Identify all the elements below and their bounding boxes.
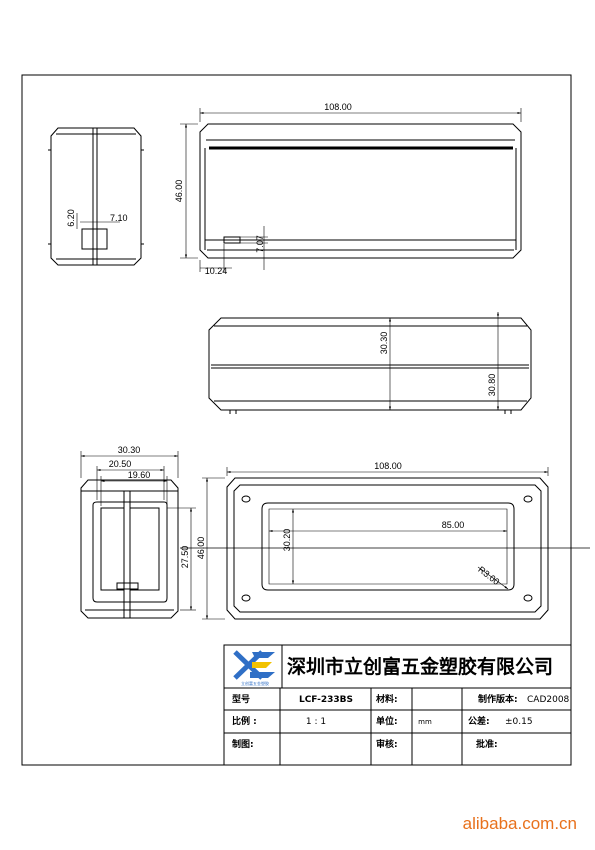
tolerance-label: 公差: <box>468 715 490 727</box>
dim-top-right-height: 30.80 <box>487 374 497 397</box>
dim-end-height: 27.50 <box>180 546 190 569</box>
dim-bottom-radius: R3.00 <box>476 564 501 587</box>
dim-front-height: 46.00 <box>174 180 184 203</box>
unit-value: mm <box>418 718 432 726</box>
side-view <box>48 127 144 266</box>
dim-front-slot-offset: 10.24 <box>205 266 228 276</box>
bottom-view <box>180 467 590 620</box>
top-view <box>208 312 532 414</box>
dim-end-width: 30.30 <box>118 445 141 455</box>
drawn-label: 制图: <box>232 738 254 750</box>
scale-value: 1 : 1 <box>306 717 326 727</box>
dim-end-inner-width2: 19.60 <box>128 470 151 480</box>
dim-side-width: 7.10 <box>110 213 128 223</box>
scale-label: 比例 : <box>232 715 257 727</box>
dim-front-length: 108.00 <box>324 102 352 112</box>
version-value: CAD2008 <box>527 695 570 705</box>
watermark: alibaba.com.cn <box>463 814 577 833</box>
dim-bottom-height: 46.00 <box>196 537 206 560</box>
title-block <box>223 644 572 766</box>
front-view <box>180 108 522 272</box>
company-logo: 立创富五金塑胶 <box>233 650 275 686</box>
dim-side-height: 6.20 <box>66 209 76 227</box>
model-value: LCF-233BS <box>299 695 353 705</box>
dim-bottom-window-height: 30.20 <box>282 529 292 552</box>
logo-caption: 立创富五金塑胶 <box>241 680 269 686</box>
dim-front-slot-height: 7.07 <box>255 235 265 253</box>
material-label: 材料: <box>375 693 398 705</box>
dim-end-inner-width: 20.50 <box>109 459 132 469</box>
version-label: 制作版本: <box>478 693 518 705</box>
tolerance-value: ±0.15 <box>505 717 533 727</box>
review-label: 审核: <box>376 738 398 750</box>
model-label: 型号 <box>232 693 250 705</box>
dim-top-height: 30.30 <box>379 332 389 355</box>
approve-label: 批准: <box>476 738 498 750</box>
dim-bottom-length: 108.00 <box>374 461 402 471</box>
company-name: 深圳市立创富五金塑胶有限公司 <box>287 655 553 678</box>
dim-bottom-window-length: 85.00 <box>442 520 465 530</box>
unit-label: 单位: <box>376 715 398 727</box>
end-view <box>80 451 196 619</box>
